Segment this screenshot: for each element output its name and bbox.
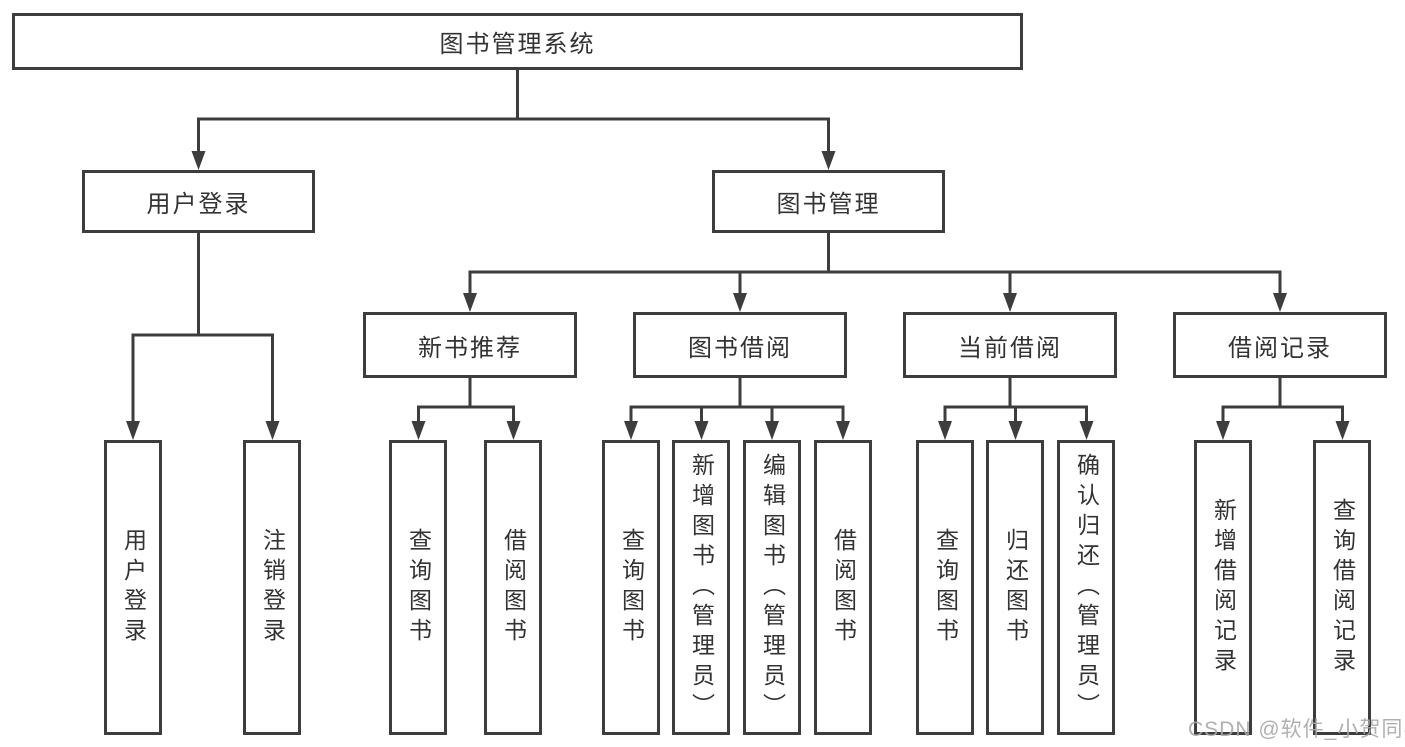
leaf-records-add-record: 新增借阅记录 bbox=[1194, 440, 1252, 735]
node-borrowing-records: 借阅记录 bbox=[1173, 312, 1387, 378]
node-label: 图书管理 bbox=[776, 191, 881, 218]
node-label: 图书管理系统 bbox=[439, 31, 596, 58]
node-label: 新增借阅记录 bbox=[1210, 497, 1237, 678]
watermark: CSDN @软件_小贺同学 bbox=[1188, 718, 1405, 741]
node-label: 借阅记录 bbox=[1228, 334, 1332, 362]
node-label: 用户登录 bbox=[120, 527, 147, 648]
leaf-borrowing-edit-books-admin: 编辑图书（管理员） bbox=[743, 440, 801, 735]
node-label: 确认归还（管理员） bbox=[1073, 452, 1100, 723]
node-user-login: 用户登录 bbox=[82, 170, 315, 233]
node-label: 查询借阅记录 bbox=[1329, 497, 1356, 678]
leaf-borrowing-query-books: 查询图书 bbox=[602, 440, 660, 735]
node-label: 借阅图书 bbox=[500, 527, 527, 648]
leaf-current-confirm-return-admin: 确认归还（管理员） bbox=[1057, 440, 1115, 735]
node-label: 注销登录 bbox=[259, 527, 286, 648]
node-current-borrowing: 当前借阅 bbox=[903, 312, 1117, 378]
node-label: 当前借阅 bbox=[958, 334, 1062, 362]
node-label: 归还图书 bbox=[1002, 527, 1029, 648]
leaf-current-query-books: 查询图书 bbox=[916, 440, 974, 735]
node-label: 借阅图书 bbox=[830, 527, 857, 648]
leaf-newbook-query-books: 查询图书 bbox=[389, 440, 447, 735]
leaf-borrowing-add-books-admin: 新增图书（管理员） bbox=[672, 440, 730, 735]
leaf-newbook-borrow-books: 借阅图书 bbox=[484, 440, 542, 735]
node-book-borrowing: 图书借阅 bbox=[633, 312, 847, 378]
node-new-book-recommend: 新书推荐 bbox=[363, 312, 577, 378]
node-label: 用户登录 bbox=[146, 191, 251, 218]
leaf-records-query-record: 查询借阅记录 bbox=[1313, 440, 1371, 735]
node-label: 新书推荐 bbox=[418, 334, 522, 362]
node-root: 图书管理系统 bbox=[12, 13, 1023, 70]
node-book-management: 图书管理 bbox=[712, 170, 945, 233]
leaf-current-return-books: 归还图书 bbox=[986, 440, 1044, 735]
leaf-borrowing-borrow-books: 借阅图书 bbox=[814, 440, 872, 735]
node-label: 查询图书 bbox=[618, 527, 645, 648]
node-label: 图书借阅 bbox=[688, 334, 792, 362]
node-label: 编辑图书（管理员） bbox=[759, 452, 786, 723]
node-label: 查询图书 bbox=[405, 527, 432, 648]
node-label: 新增图书（管理员） bbox=[688, 452, 715, 723]
leaf-user-login: 用户登录 bbox=[104, 440, 162, 735]
node-label: 查询图书 bbox=[932, 527, 959, 648]
leaf-logout: 注销登录 bbox=[243, 440, 301, 735]
